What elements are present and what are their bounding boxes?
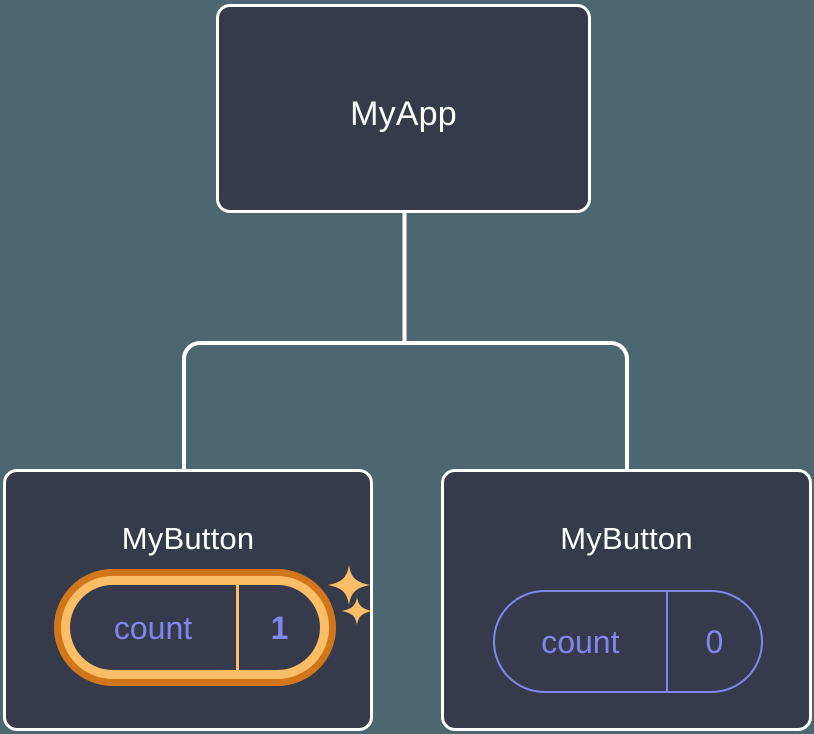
node-mybutton-right[interactable]: MyButton count 0 xyxy=(441,469,812,731)
state-pill-wrapper-left: count 1 xyxy=(51,566,341,691)
sparkle-large-icon xyxy=(328,565,370,605)
state-pill-count-left[interactable]: count 1 xyxy=(61,576,329,679)
node-mybutton-left-label: MyButton xyxy=(121,521,255,556)
node-mybutton-right-label: MyButton xyxy=(560,521,693,556)
state-pill-key-left: count xyxy=(113,609,193,646)
edge-bus-to-left-child xyxy=(182,341,405,471)
state-pill-key-right: count xyxy=(541,623,620,660)
edge-bus-to-right-child xyxy=(404,341,629,471)
state-pill-value-right: 0 xyxy=(665,592,761,691)
state-pill-wrapper-right: count 0 xyxy=(493,590,767,697)
node-myapp-label: MyApp xyxy=(350,95,457,133)
node-myapp[interactable]: MyApp xyxy=(216,4,591,213)
state-pill-value-left: 1 xyxy=(235,585,320,670)
node-mybutton-left[interactable]: MyButton count 1 xyxy=(3,469,373,731)
sparkle-small-icon xyxy=(342,597,372,625)
state-pill-count-right[interactable]: count 0 xyxy=(493,590,763,693)
